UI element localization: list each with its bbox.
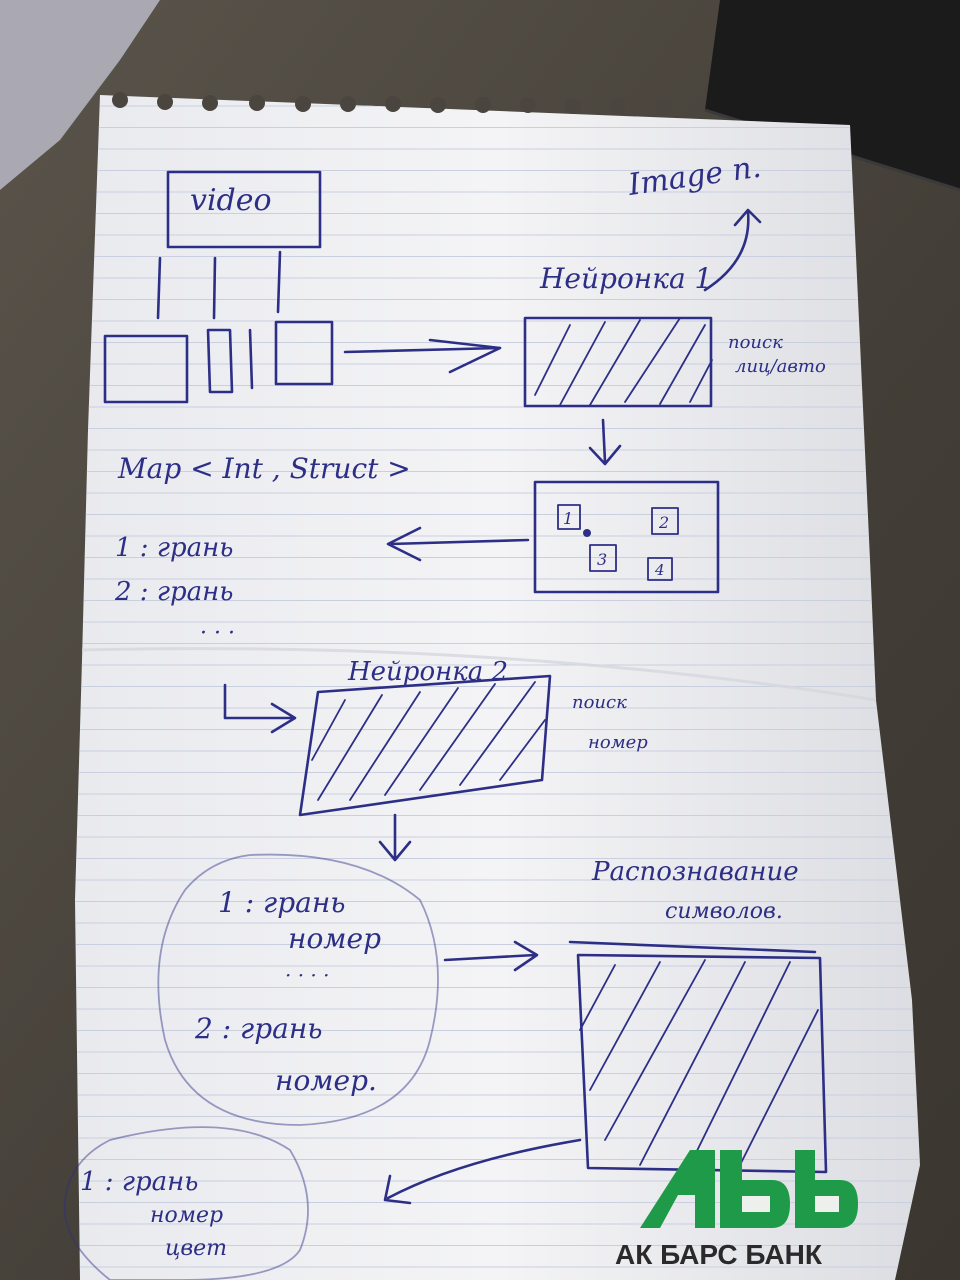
map-label: Map < Int , Struct > [117,452,411,485]
detection-frame: 1 2 3 4 [533,480,720,594]
bubble-2 [63,1126,309,1280]
bubble1-line-5: номер. [275,1064,377,1097]
map-to-nn2-arrow [223,683,297,734]
video-label: video [190,183,272,218]
recog-box [568,940,828,1174]
table-left-edge [0,0,160,190]
video-diagram: video [103,170,502,404]
detect-id-4: 4 [654,561,665,579]
detect-id-2: 2 [658,513,669,532]
bank-logo [640,1150,858,1228]
map-item-1: 1 : грань [115,533,233,563]
nn1-down-arrow [588,418,622,466]
nn2-down-arrow [378,813,412,862]
map-ellipsis: · · · [200,621,235,646]
bubble-to-recog-arrow [443,940,539,972]
detect-id-1: 1 [563,509,573,528]
dark-object [705,0,960,190]
recog-label-1: Распознавание [591,857,799,887]
detection-to-map-arrow [386,526,530,562]
bubble1-line-4: 2 : грань [194,1012,323,1045]
bank-name: АК БАРС БАНК [615,1239,823,1270]
detect-id-3: 3 [597,550,607,569]
nn1-note-1: поиск [728,332,783,353]
notebook-page [75,92,920,1280]
bubble2-line-3: цвет [165,1236,227,1261]
bubble2-line-1: 1 : грань [80,1167,198,1197]
nn1-box [523,316,713,408]
bubble-1 [157,853,439,1126]
nn1-note-2: лиц/авто [735,356,826,377]
nn2-label: Нейронка 2 [347,657,508,687]
bubble2-line-2: номер [150,1203,223,1228]
recog-to-result-arrow [383,1138,582,1205]
nn2-note-2: номер [588,732,648,753]
image-arrow [703,208,762,292]
nn2-box [298,674,552,817]
bubble1-line-3: · · · · [285,963,330,987]
nn2-note-1: поиск [572,692,627,713]
bubble1-line-1: 1 : грань [218,886,346,919]
bubble1-line-2: номер [288,922,381,955]
recog-label-2: символов. [665,899,783,924]
binding-holes [112,92,671,115]
nn1-label: Нейронка 1 [539,262,712,295]
map-item-2: 2 : грань [114,577,233,607]
